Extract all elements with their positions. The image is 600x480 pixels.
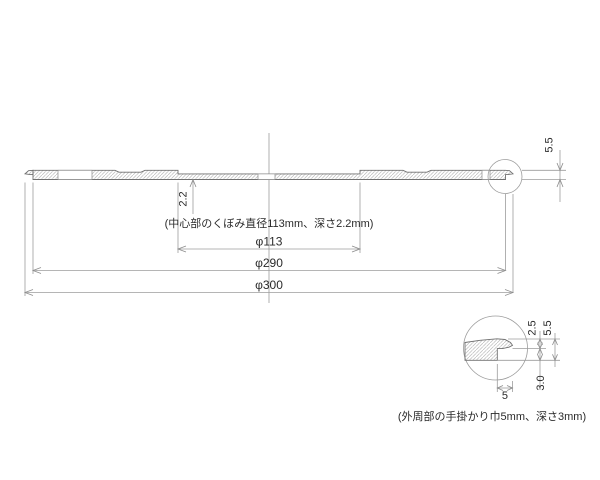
phi290-label: φ290 (255, 256, 283, 270)
main-section-view: φ113 φ290 φ300 2.2 5. (23, 133, 566, 303)
thickness-label: 5.5 (544, 137, 556, 152)
outer-grip-note: (外周部の手掛かり巾5mm、深さ3mm) (398, 409, 586, 423)
detail-rim-section (464, 338, 514, 361)
phi300-label: φ300 (255, 278, 283, 292)
section-window-left (57, 169, 93, 180)
detail-groove-width-label: 5 (502, 390, 508, 402)
section-window-center (257, 173, 276, 180)
dimension-recess-depth: 2.2 (178, 178, 197, 214)
dimension-detail-25-30: 2.5 3.0 (527, 320, 548, 390)
detail-callout-circle (487, 159, 523, 194)
dimension-detail-55: 5.5 (542, 320, 558, 367)
detail-groove-depth-label: 3.0 (535, 375, 547, 390)
dimension-detail-5: 5 (496, 364, 514, 402)
center-recess-note: (中心部のくぼみ直径113mm、深さ2.2mm) (165, 216, 374, 230)
detail-total-thickness-label: 5.5 (542, 320, 554, 335)
detail-top-thickness-label: 2.5 (527, 320, 539, 335)
section-window-right (481, 169, 491, 180)
detail-view: 2.5 3.0 5.5 5 (外周部の手掛かり巾5mm、深さ3mm) (398, 315, 586, 423)
dimension-phi290: φ290 (31, 256, 507, 274)
recess-depth-label: 2.2 (178, 191, 190, 206)
phi113-label: φ113 (256, 235, 283, 249)
dimension-thickness: 5.5 (522, 137, 566, 202)
dimension-phi113: φ113 (176, 235, 362, 253)
plate-left-lip (23, 169, 34, 176)
dimension-phi300: φ300 (23, 278, 515, 296)
detail-circle (463, 315, 528, 381)
